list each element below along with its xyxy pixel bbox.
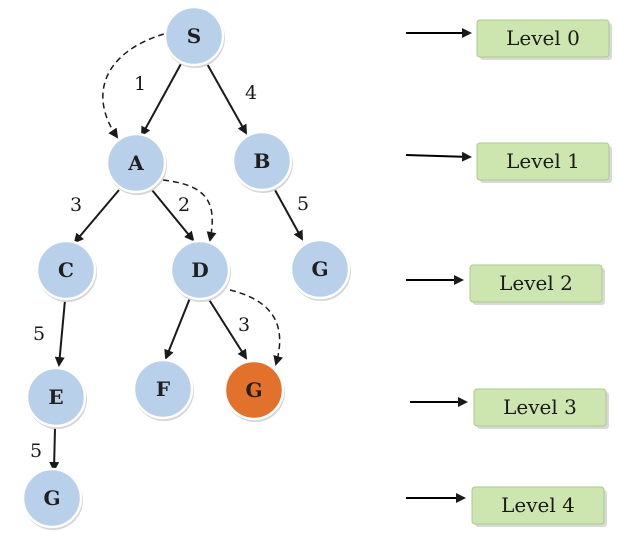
- edge-a-c: [73, 189, 120, 244]
- level-1-arrow: [405, 151, 472, 162]
- node-b: B: [231, 130, 293, 193]
- search-path: [102, 33, 284, 366]
- cost-label-a-c: 3: [70, 194, 82, 216]
- level-0-box: [476, 19, 610, 58]
- path-arrow-d-g: [229, 289, 284, 366]
- cost-label-e-g: 5: [30, 440, 42, 462]
- cost-label-d-g: 3: [238, 314, 250, 336]
- level-4-box: [471, 486, 605, 525]
- node-g-under-e-circle: [21, 467, 83, 529]
- node-e: E: [25, 366, 87, 429]
- node-g-under-b: G: [289, 238, 351, 301]
- level-2-box: [469, 264, 603, 303]
- edge-cost-labels: 1 4 3 2 5 5 3 5: [30, 73, 309, 462]
- edge-d-f: [164, 297, 191, 360]
- edge-a-d: [151, 189, 195, 242]
- node-f: F: [132, 358, 194, 421]
- edge-d-g: [207, 297, 248, 360]
- level-1-label: Level 1: [506, 149, 580, 173]
- node-g-under-e-label: G: [43, 486, 60, 510]
- edge-b-g: [274, 189, 303, 241]
- cost-label-a-d: 2: [178, 194, 190, 216]
- level-4-label: Level 4: [501, 493, 575, 517]
- node-e-label: E: [48, 385, 63, 409]
- level-2-label: Level 2: [499, 271, 573, 295]
- node-c: C: [35, 239, 97, 302]
- node-c-circle: [35, 239, 97, 301]
- cost-label-s-a: 1: [134, 73, 146, 95]
- node-c-label: C: [58, 258, 74, 282]
- edge-s-a: [141, 61, 183, 137]
- node-s-label: S: [187, 24, 201, 48]
- level-1-indicator: Level 1: [405, 142, 612, 183]
- node-d-label: D: [191, 258, 208, 282]
- node-g-under-d-label: G: [245, 378, 262, 402]
- node-a-circle: [105, 132, 167, 194]
- node-s: S: [163, 5, 225, 68]
- node-g-under-e: G: [21, 467, 83, 530]
- level-3-label: Level 3: [503, 395, 577, 419]
- node-s-circle: [163, 5, 225, 67]
- level-2-indicator: Level 2: [406, 264, 605, 305]
- node-b-circle: [231, 130, 293, 192]
- node-f-circle: [132, 358, 194, 420]
- edge-s-b: [205, 61, 247, 135]
- node-d-circle: [169, 239, 231, 301]
- node-d: D: [169, 239, 231, 302]
- edge-c-e: [54, 299, 66, 367]
- tree-edges: [49, 61, 303, 472]
- node-g-under-b-circle: [289, 238, 351, 300]
- node-e-circle: [25, 366, 87, 428]
- node-f-label: F: [156, 377, 170, 401]
- node-b-label: B: [254, 149, 271, 173]
- node-g-under-d-circle: [223, 359, 285, 421]
- level-4-indicator: Level 4: [406, 486, 607, 527]
- level-3-indicator: Level 3: [410, 388, 609, 429]
- node-a-label: A: [127, 151, 144, 175]
- edge-e-g: [49, 427, 60, 472]
- level-1-box: [476, 142, 610, 181]
- cost-label-s-b: 4: [245, 82, 257, 104]
- node-g-under-d-goal: G: [223, 359, 285, 422]
- cost-label-c-e: 5: [33, 323, 45, 345]
- level-0-indicator: Level 0: [406, 19, 612, 60]
- level-3-box: [473, 388, 607, 427]
- path-arrow-a-d: [162, 179, 217, 242]
- node-a: A: [105, 132, 167, 195]
- cost-label-b-g: 5: [297, 193, 309, 215]
- level-0-label: Level 0: [506, 26, 580, 50]
- path-arrow-s-a: [102, 33, 165, 139]
- node-g-under-b-label: G: [311, 257, 328, 281]
